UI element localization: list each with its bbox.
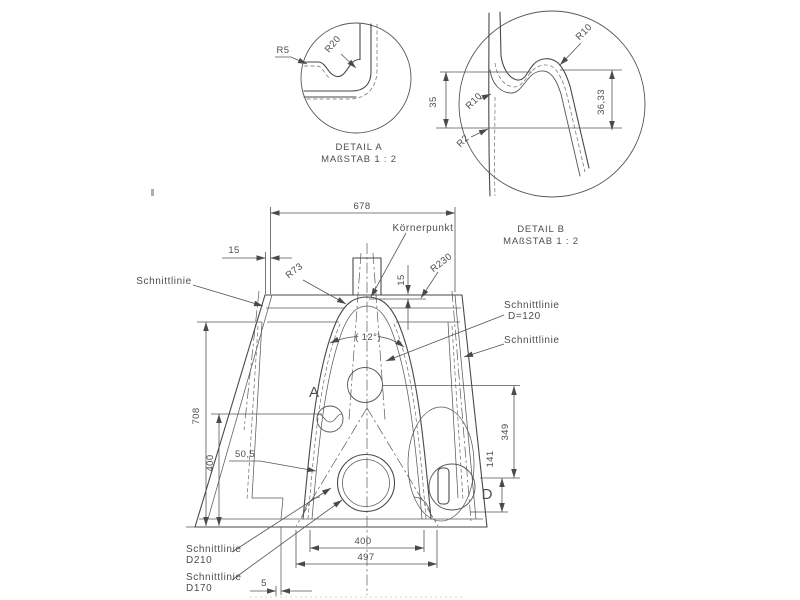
bottom-hole-inner-d170 [342,459,390,507]
dim-400-left-label: 400 [205,454,216,471]
schnittlinie-left-leader [192,284,264,307]
bottom-hole-outer-d210 [336,453,396,513]
schnittlinie-right-label: Schnittlinie [504,335,560,346]
detail-a-r5-leader [275,56,308,65]
left-wall-dashed [246,325,259,501]
stray-mark [151,189,154,196]
schnittlinie-d170-label-2: D170 [186,583,212,594]
angle-12-label: ( 12°) [355,332,381,343]
dim-15-left-label: 15 [228,245,239,256]
main-view: 678 15 15 708 400 50,5 ( 12°) 349 141 A … [136,201,559,596]
detail-a-r20-leader [340,53,357,69]
right-wall-line [447,321,459,499]
section-d-label: D [482,486,493,503]
detail-a-dashed-corner [305,24,378,100]
detail-b-r10-left-label: R10 [464,91,485,112]
r230-label: R230 [428,251,454,275]
detail-b-dim-3633-label: 36,33 [596,89,607,115]
notched-hole-detail [317,413,343,423]
detail-b-wall-right [499,11,502,57]
notched-hole-a [316,405,344,433]
right-boss-ellipse [407,406,475,522]
detail-b-r10-top-label: R10 [574,22,595,43]
right-wall-dashed [451,325,464,501]
detail-b-dashed-mid [494,62,586,173]
koernerpunkt-leader [370,232,407,298]
dim-right-extensions [383,385,520,513]
dim-678-label: 678 [353,201,370,212]
angle-arc-left [329,336,359,344]
schnittlinie-right-leader [463,343,505,358]
left-wall-lines [251,321,284,520]
dim-141-label: 141 [485,450,496,467]
r73-leader [302,279,347,305]
koernerpunkt-label: Körnerpunkt [392,223,453,234]
schnittlinie-d210-label-2: D210 [186,555,212,566]
detail-b-flange-top [500,55,590,169]
section-a-label: A [309,384,319,401]
detail-b-wall-left [488,12,491,197]
detail-b-r10-left-leader [479,93,492,101]
detail-a-title: DETAIL A [335,142,382,153]
schnittlinie-d120-label-1: Schnittlinie [504,300,560,311]
schnittlinie-d210-label-1: Schnittlinie [186,544,242,555]
detail-b-dim-35-label: 35 [428,96,439,107]
schnittlinie-d120-leader [385,314,505,362]
dim-678-extensions [270,207,456,294]
detail-b-scale: MAßSTAB 1 : 2 [503,236,579,247]
detail-a-view: R5 R20 DETAIL A MAßSTAB 1 : 2 [275,22,412,165]
detail-b-r2-leader [470,128,489,138]
center-hole-d120 [347,367,383,403]
dim-50-5-leader [229,460,317,473]
detail-b-circle [458,10,646,198]
section-line-left [243,290,260,431]
detail-b-r10-top-leader [559,42,582,66]
detail-a-circle [300,22,412,134]
schnittlinie-left-label: Schnittlinie [136,276,192,287]
detail-a-wall-corner [303,23,372,92]
dim-bottom-extensions [295,530,438,568]
schnittlinie-d120-label-2: D=120 [508,311,541,322]
detail-b-flange-bottom [489,69,581,177]
body-right-edge [461,294,488,528]
schnittlinie-d170-leader [231,499,343,581]
section-triangle-lines [295,407,439,527]
detail-a-s-profile [303,58,361,78]
dim-497-label: 497 [357,552,374,563]
detail-b-title: DETAIL B [517,224,565,235]
detail-b-view: 35 36,33 R10 R10 R2 DETAIL B MAßSTAB 1 :… [428,10,646,247]
r230-leader [420,271,439,299]
detail-a-r20-label: R20 [323,34,343,55]
dim-15-dome-label: 15 [396,274,407,285]
dim-349-label: 349 [500,423,511,440]
detail-d-circle [428,463,476,511]
detail-a-dashed-s [304,65,332,80]
dim-400-bottom-label: 400 [354,536,371,547]
detail-a-scale: MAßSTAB 1 : 2 [321,154,397,165]
dim-50-5-label: 50,5 [235,449,255,460]
dim-5-label: 5 [261,578,267,589]
r73-label: R73 [284,261,305,281]
dim-708-label: 708 [191,407,202,424]
schnittlinie-d170-label-1: Schnittlinie [186,572,242,583]
section-line-right [451,290,472,522]
slot-feature-d [437,467,450,505]
schnittlinie-d210-leader [231,487,332,553]
angle-arc-right [377,336,405,348]
detail-a-r5-label: R5 [277,45,290,56]
inner-left-slant [207,294,273,520]
